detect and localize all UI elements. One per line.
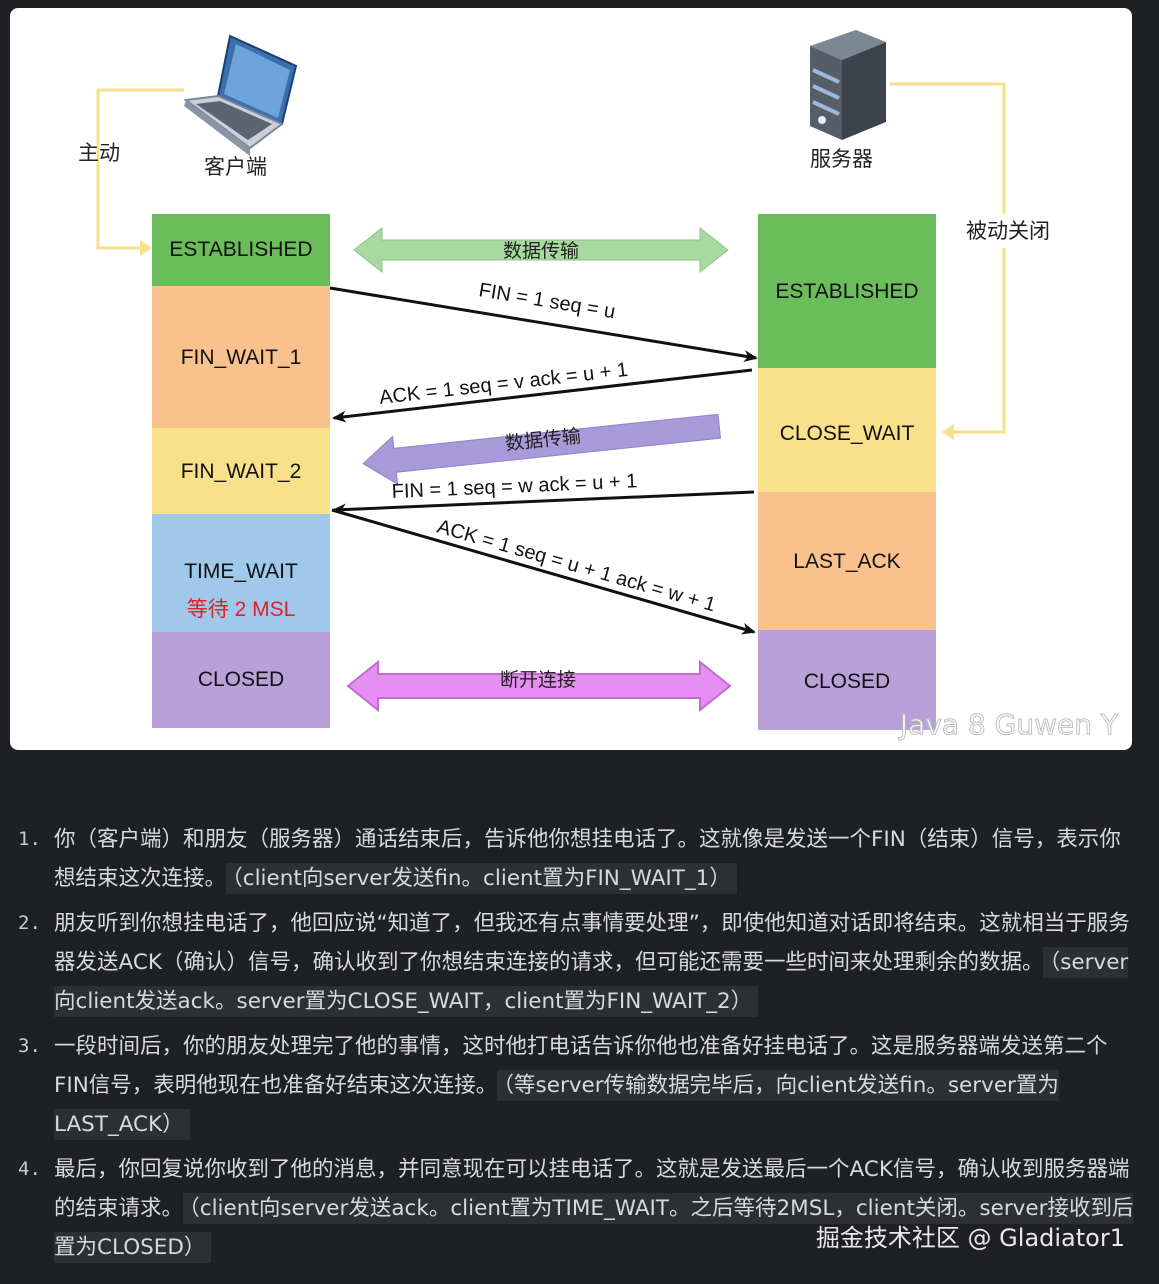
- list-item: 3. 一段时间后，你的朋友处理完了他的事情，这时他打电话告诉你他也准备好挂电话了…: [18, 1027, 1140, 1144]
- data-transfer-band-arrow: [353, 226, 729, 274]
- client-label: 客户端: [204, 155, 267, 179]
- client-state-label: ESTABLISHED: [169, 238, 312, 261]
- data-transfer-label: 数据传输: [503, 240, 579, 262]
- client-state-time-wait: [152, 514, 330, 632]
- passive-close-arrow: [890, 82, 1006, 440]
- server-state-established: [758, 214, 936, 368]
- server-state-label: ESTABLISHED: [775, 280, 918, 303]
- passive-label: 被动关闭: [966, 219, 1050, 243]
- disconnect-label: 断开连接: [500, 669, 576, 691]
- list-item: 2. 朋友听到你想挂电话了，他回应说“知道了，但我还有点事情要处理”，即使他知道…: [18, 904, 1140, 1021]
- list-number: 4.: [18, 1158, 41, 1180]
- list-item: 1. 你（客户端）和朋友（服务器）通话结束后，告诉他你想挂电话了。这就像是发送一…: [18, 820, 1140, 898]
- inline-code: （client向server发送fin。client置为FIN_WAIT_1）: [226, 863, 737, 894]
- client-state-label: FIN_WAIT_2: [181, 460, 302, 483]
- list-item: 4. 最后，你回复说你收到了他的消息，并同意现在可以挂电话了。这就是发送最后一个…: [18, 1150, 1140, 1267]
- client-state-established: [152, 214, 330, 286]
- server-icon: [810, 30, 886, 140]
- site-watermark: 掘金技术社区 @ Gladiator1: [815, 1224, 1125, 1252]
- ack1-arrow: [332, 368, 753, 423]
- step-text: 最后，你回复说你收到了他的消息，并同意现在可以挂电话了。这就是发送最后一个ACK…: [54, 1157, 1130, 1221]
- client-state-label: CLOSED: [198, 668, 284, 691]
- laptop-icon: [183, 34, 298, 156]
- server-label: 服务器: [810, 147, 873, 171]
- list-number: 1.: [18, 828, 41, 850]
- step-text: 你（客户端）和朋友（服务器）通话结束后，告诉他你想挂电话了。这就像是发送一个FI…: [54, 827, 1121, 891]
- list-number: 3.: [18, 1035, 41, 1057]
- server-state-closed: [758, 630, 936, 730]
- server-state-label: CLOSE_WAIT: [780, 422, 915, 445]
- ack2-message: ACK = 1 seq = u + 1 ack = w + 1: [435, 516, 718, 617]
- step-text: 一段时间后，你的朋友处理完了他的事情，这时他打电话告诉你他也准备好挂电话了。这是…: [54, 1034, 1108, 1098]
- client-state-fin-wait-2: [152, 428, 330, 514]
- client-state-label: FIN_WAIT_1: [181, 346, 302, 369]
- image-watermark: Java 8 Guwen Y: [898, 708, 1119, 741]
- server-state-label: LAST_ACK: [793, 550, 900, 573]
- explanation-list: 1. 你（客户端）和朋友（服务器）通话结束后，告诉他你想挂电话了。这就像是发送一…: [18, 820, 1140, 1273]
- data-transfer-back-arrow: [362, 413, 722, 486]
- step-text: 朋友听到你想挂电话了，他回应说“知道了，但我还有点事情要处理”，即使他知道对话即…: [54, 911, 1130, 975]
- ack1-message: ACK = 1 seq = v ack = u + 1: [378, 359, 629, 409]
- fin1-arrow: [329, 286, 758, 362]
- tcp-four-way-handshake-diagram: 客户端 服务器 主动 被动关闭 ESTABLISHED FIN_WAIT_1 F…: [10, 8, 1132, 750]
- client-state-closed: [152, 632, 330, 728]
- fin2-arrow: [332, 490, 755, 516]
- client-state-fin-wait-1: [152, 286, 330, 428]
- server-state-label: CLOSED: [804, 670, 890, 693]
- client-state-label: TIME_WAIT: [184, 560, 298, 583]
- server-state-close-wait: [758, 368, 936, 492]
- active-label: 主动: [78, 141, 120, 165]
- ack2-arrow: [331, 508, 756, 635]
- disconnect-band-arrow: [346, 659, 732, 713]
- server-state-last-ack: [758, 492, 936, 630]
- time-wait-note: 等待 2 MSL: [187, 598, 296, 621]
- list-number: 2.: [18, 912, 41, 934]
- active-close-arrow: [96, 88, 184, 256]
